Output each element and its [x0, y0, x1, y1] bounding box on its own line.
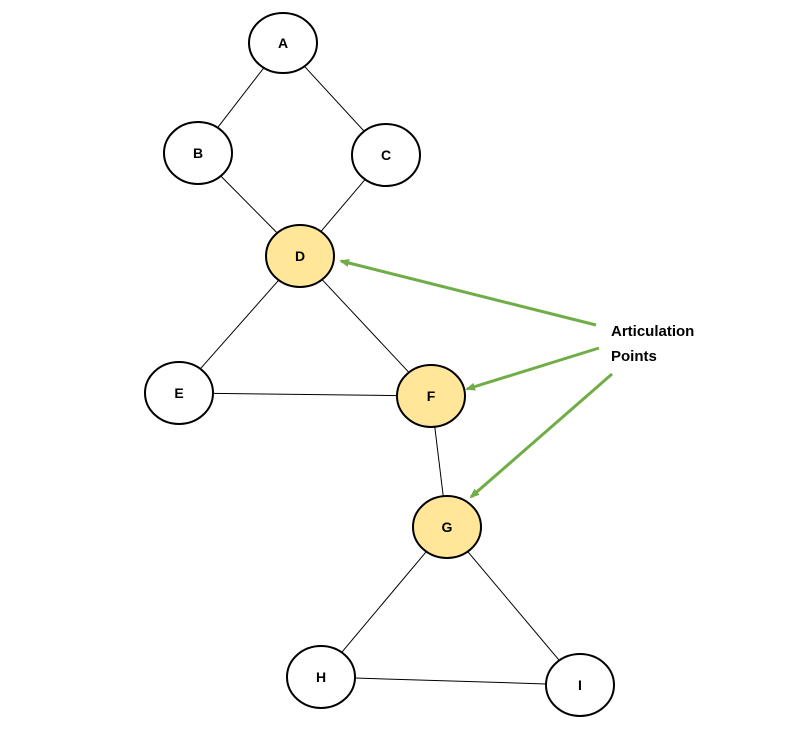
edge-d-e [199, 279, 280, 370]
node-circle-c [351, 123, 421, 187]
node-circle-d [265, 224, 335, 288]
node-h: H [286, 645, 356, 709]
edge-h-i [354, 677, 547, 685]
node-label-b: B [193, 145, 203, 161]
node-label-f: F [427, 388, 436, 404]
node-i: I [545, 653, 615, 717]
node-a: A [248, 12, 318, 74]
node-b: B [163, 121, 233, 185]
node-g: G [412, 495, 482, 559]
callout-arrow-f [465, 346, 600, 391]
edge-g-i [467, 551, 560, 661]
callout-label-line1: Articulation [611, 323, 694, 340]
edge-e-f [212, 392, 398, 397]
edge-d-f [321, 279, 410, 373]
node-label-g: G [442, 519, 453, 535]
edge-a-c [304, 65, 365, 132]
edges-layer [199, 65, 560, 685]
node-circle-e [144, 361, 214, 425]
callout-arrow-g [469, 372, 613, 499]
edge-a-b [217, 67, 265, 128]
node-label-i: I [578, 677, 582, 693]
node-circle-i [545, 653, 615, 717]
edge-g-h [341, 551, 427, 653]
node-circle-b [163, 121, 233, 185]
node-label-d: D [295, 248, 305, 264]
node-f: F [396, 364, 466, 428]
callout-arrows [339, 259, 613, 499]
node-label-h: H [316, 669, 326, 685]
node-label-a: A [278, 35, 288, 51]
node-c: C [351, 123, 421, 187]
node-circle-h [286, 645, 356, 709]
callout-label-line2: Points [611, 348, 657, 365]
node-circle-a [248, 12, 318, 74]
node-label-c: C [381, 147, 391, 163]
edge-f-g [434, 426, 444, 497]
edge-c-d [320, 179, 366, 232]
edge-b-d [220, 175, 278, 234]
node-circle-f [396, 364, 466, 428]
callout-arrow-d [339, 259, 597, 327]
nodes-layer: A B C D E F G H I [144, 12, 615, 717]
node-label-e: E [174, 385, 183, 401]
node-e: E [144, 361, 214, 425]
node-d: D [265, 224, 335, 288]
node-circle-g [412, 495, 482, 559]
